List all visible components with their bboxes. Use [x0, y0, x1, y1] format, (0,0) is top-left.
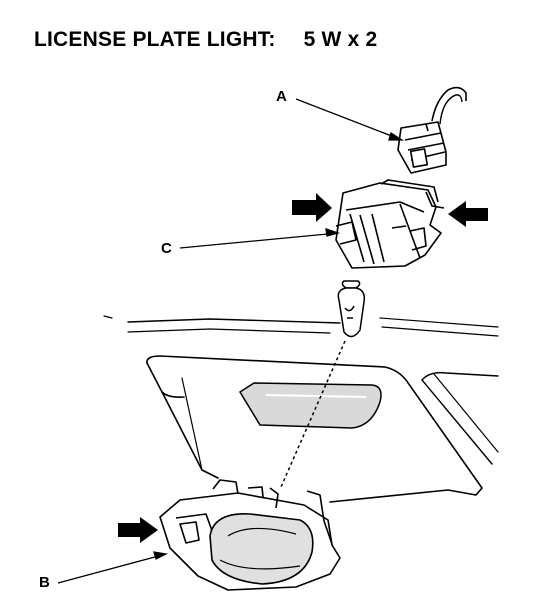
callout-b: B [39, 574, 50, 591]
squeeze-arrows [118, 193, 488, 543]
arrow-light-tab [118, 517, 158, 543]
diagram-title: LICENSE PLATE LIGHT: 5 W x 2 [34, 28, 377, 52]
title-label: LICENSE PLATE LIGHT: [34, 28, 276, 51]
socket-connector [397, 86, 467, 174]
callout-a: A [276, 88, 287, 105]
title-spec: 5 W x 2 [303, 28, 378, 51]
callout-c: C [161, 240, 172, 257]
trunk-panel [103, 315, 499, 503]
wedge-bulb [280, 280, 366, 488]
arrow-left-housing [292, 193, 332, 222]
arrow-right-housing [448, 201, 488, 227]
license-light-assembly [159, 479, 341, 591]
trunk-handle-opening [238, 382, 382, 429]
leader-lines [57, 98, 405, 584]
socket-housing [335, 179, 445, 269]
